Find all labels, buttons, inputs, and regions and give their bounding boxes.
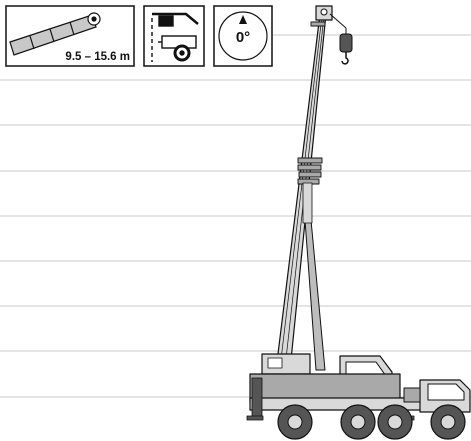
counterweight-config-icon [151, 12, 199, 62]
wheel [377, 404, 413, 440]
boom-length-label: 9.5 – 15.6 m [65, 51, 130, 63]
slewing-angle-icon [218, 11, 268, 61]
wheel [430, 404, 466, 440]
wheel [340, 404, 376, 440]
telescopic-boom [275, 5, 347, 371]
luffing-cylinder [304, 219, 326, 371]
wheels [277, 404, 466, 440]
telescopic-boom-icon [9, 12, 101, 56]
counterweight-pictogram [143, 5, 205, 67]
driver-cab [403, 379, 471, 413]
mobile-crane-side-view-icon [246, 5, 471, 440]
height-grid [0, 34, 471, 398]
slewing-angle-label: 0° [236, 29, 250, 46]
boom-length-pictogram: 9.5 – 15.6 m [5, 5, 135, 67]
wheel [277, 404, 313, 440]
slewing-pictogram: 0° [213, 5, 273, 67]
hook-block [339, 33, 353, 65]
